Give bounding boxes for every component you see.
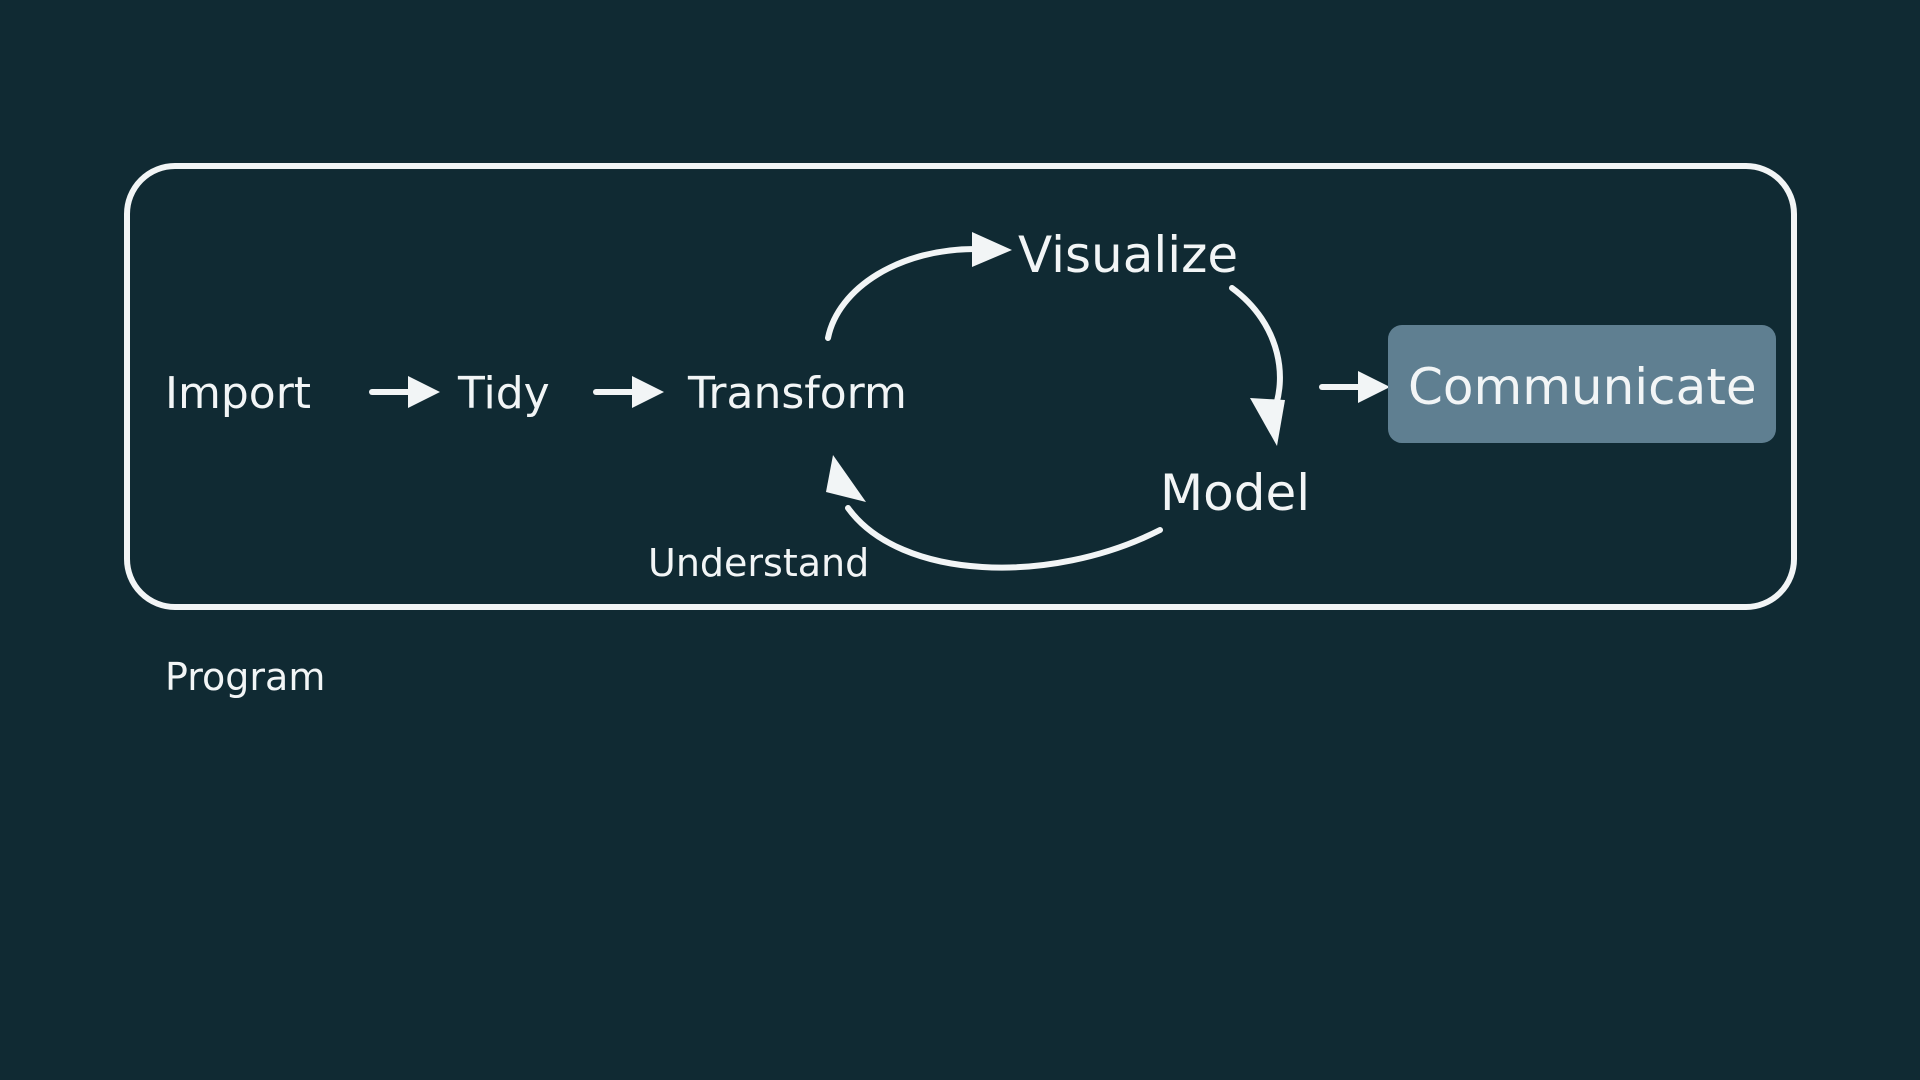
communicate-highlight-box[interactable] — [1388, 325, 1776, 443]
node-communicate[interactable]: Communicate — [1408, 358, 1757, 416]
arrow-transform-to-visualize — [825, 232, 1012, 341]
arrow-to-communicate — [1319, 371, 1390, 403]
program-container-outline — [124, 163, 1797, 610]
node-tidy[interactable]: Tidy — [457, 368, 550, 419]
arrow-model-to-transform — [826, 455, 1163, 571]
arrow-tidy-to-transform — [593, 376, 664, 408]
arrow-visualize-to-model — [1229, 285, 1285, 446]
node-import[interactable]: Import — [165, 368, 311, 419]
arrow-import-to-tidy — [369, 376, 440, 408]
node-model[interactable]: Model — [1160, 464, 1310, 522]
node-transform[interactable]: Transform — [687, 368, 907, 419]
label-program: Program — [165, 655, 325, 699]
label-understand: Understand — [648, 541, 869, 585]
node-visualize[interactable]: Visualize — [1018, 226, 1238, 284]
